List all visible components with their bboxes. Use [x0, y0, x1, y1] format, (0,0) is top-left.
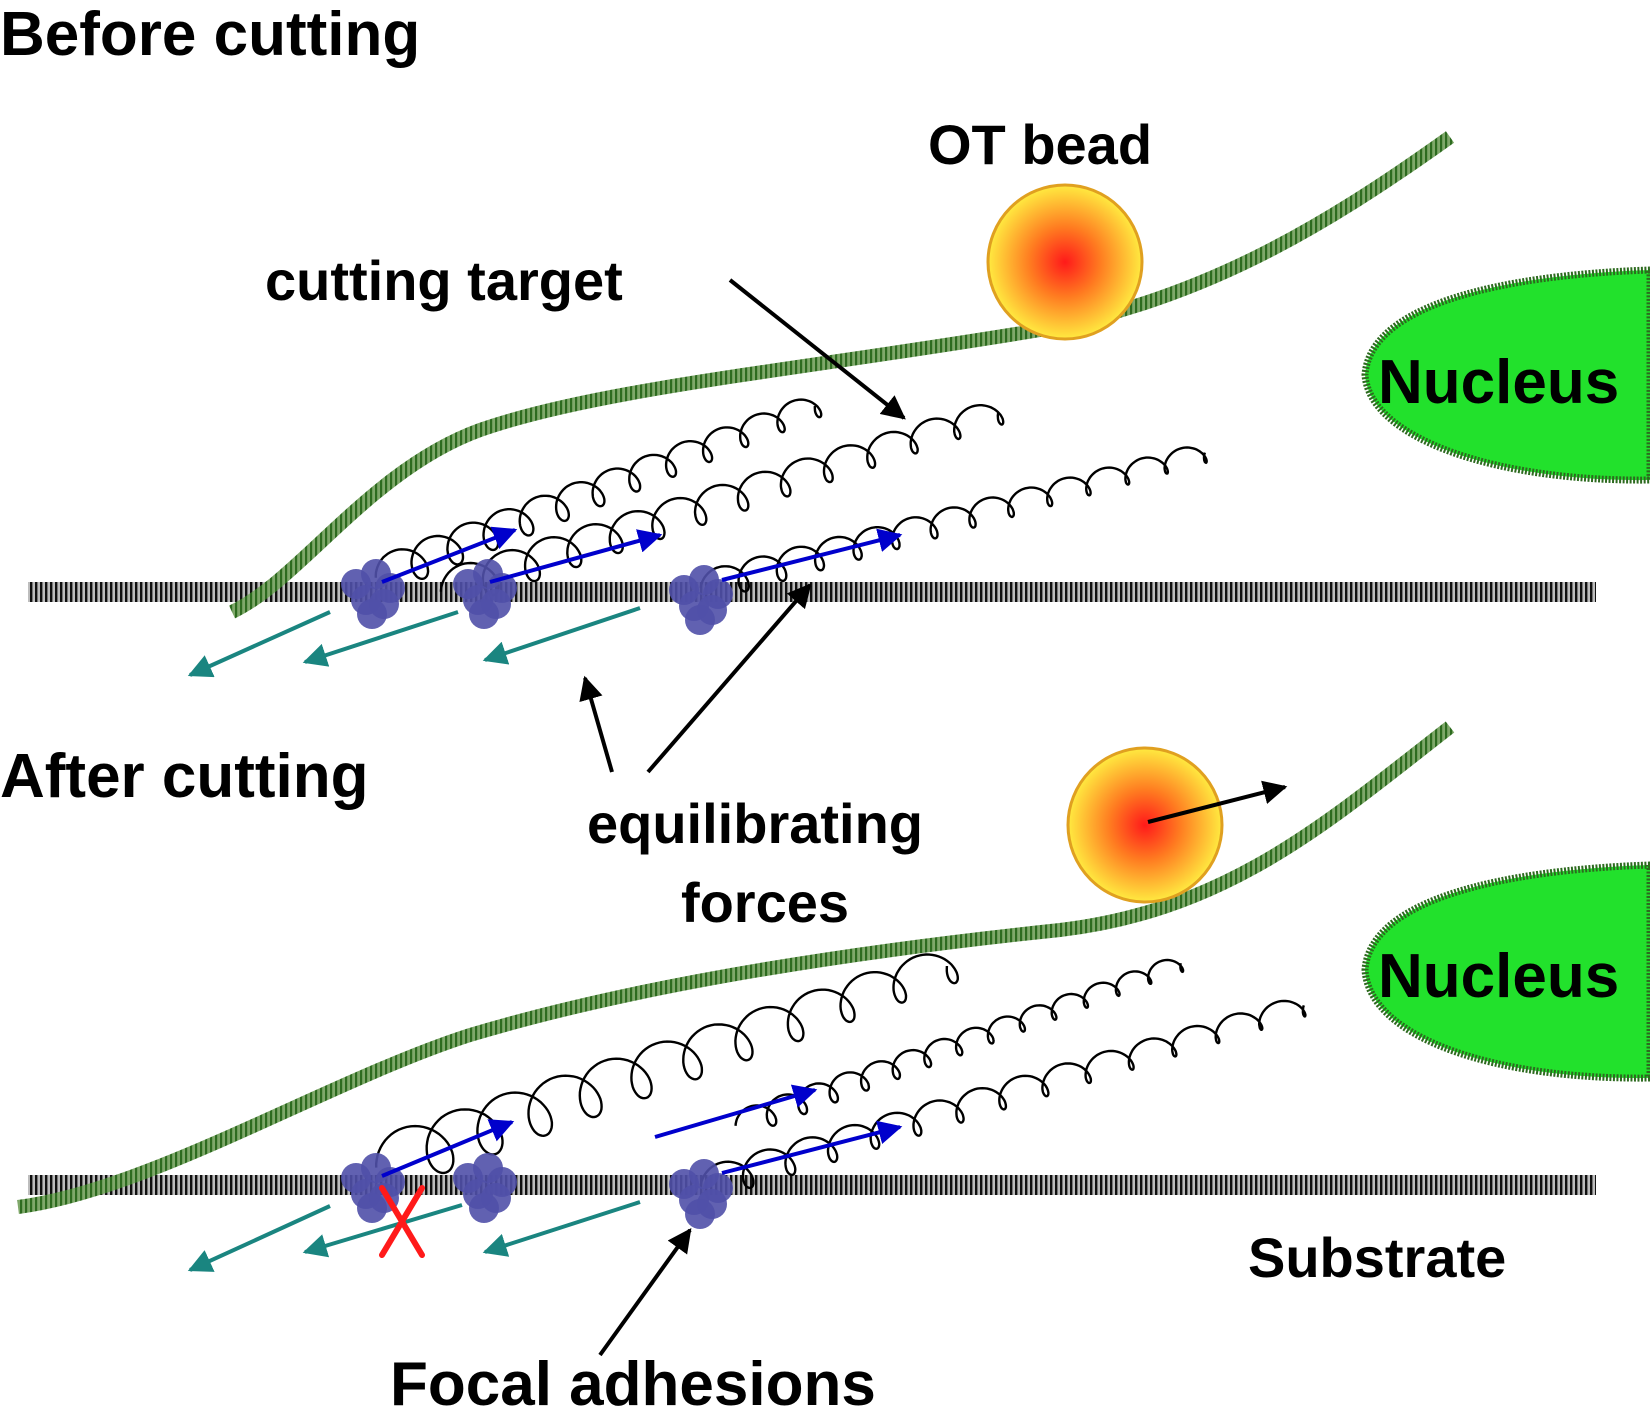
traction-arrow	[302, 610, 459, 667]
focal-adhesion-cluster-icon	[669, 1159, 733, 1229]
equilibrating-forces-callout: equilibrating forces	[579, 583, 923, 934]
traction-arrow	[482, 606, 641, 665]
traction-arrow	[482, 1200, 641, 1257]
adhesion-protein	[469, 599, 499, 629]
substrate-label: Substrate	[1248, 1226, 1506, 1289]
stress-fiber-spring	[699, 446, 1208, 593]
nucleus	[1361, 266, 1650, 484]
ot-bead	[986, 183, 1144, 341]
force-arrow	[654, 1084, 818, 1139]
focal-adhesion-cluster-icon	[453, 559, 517, 629]
stress-fiber-spring	[374, 398, 823, 580]
force-arrow	[721, 1120, 903, 1175]
traction-arrows	[187, 606, 641, 678]
equilibrating-arrow-left	[579, 675, 614, 773]
focal-adhesion-cluster-icon	[341, 559, 405, 629]
traction-arrows	[187, 1200, 641, 1272]
panel-title-after: After cutting	[0, 742, 369, 811]
panel-title-before: Before cutting	[0, 0, 420, 69]
actomyosin-force-arrows	[381, 526, 903, 584]
cross-x-icon	[379, 1185, 425, 1258]
adhesion-protein	[469, 1193, 499, 1223]
traction-arrow	[187, 610, 331, 678]
traction-arrow	[187, 1204, 331, 1272]
stress-fiber-spring	[375, 953, 960, 1175]
equilibrating-label-line1: equilibrating	[587, 792, 923, 855]
panel-after: After cutting Nucleus	[0, 721, 1650, 1410]
substrate-bar	[28, 1175, 1596, 1195]
equilibrating-label-line2: forces	[681, 871, 849, 934]
stress-fiber-spring	[734, 958, 1185, 1127]
nucleus	[1361, 861, 1650, 1082]
force-arrow	[381, 526, 518, 584]
traction-arrow	[302, 1203, 463, 1258]
force-arrow	[489, 529, 663, 584]
substrate-bar	[28, 582, 1596, 602]
panel-before: Before cutting Nucleus OT bead	[0, 0, 1650, 678]
force-arrow	[721, 528, 903, 582]
force-arrow	[381, 1119, 515, 1178]
focal-adhesions-arrow	[598, 1228, 692, 1357]
equilibrating-arrow-right	[646, 583, 812, 774]
adhesion-protein	[357, 599, 387, 629]
focal-adhesion-cluster-icon	[453, 1153, 517, 1223]
nucleus-label: Nucleus	[1378, 942, 1619, 1011]
cutting-target-label: cutting target	[265, 249, 623, 312]
cell-membrane	[17, 721, 1455, 1214]
adhesion-protein	[685, 1199, 715, 1229]
stress-fibers	[375, 953, 1307, 1190]
stress-fibers	[374, 398, 1208, 597]
ot-bead-label: OT bead	[928, 113, 1152, 176]
focal-adhesion-cluster-icon	[669, 565, 733, 635]
adhesion-protein	[685, 605, 715, 635]
cell-membrane	[228, 131, 1455, 619]
focal-adhesions-label: Focal adhesions	[390, 1350, 876, 1410]
actomyosin-force-arrows	[381, 1084, 903, 1178]
nucleus-label: Nucleus	[1378, 348, 1619, 417]
stress-fiber-spring	[439, 404, 1005, 597]
adhesion-protein	[357, 1193, 387, 1223]
stress-fiber-spring	[699, 999, 1307, 1190]
bead-displacement-arrow	[1147, 780, 1288, 824]
cutting-target-arrow	[728, 278, 906, 420]
ot-bead	[1066, 746, 1224, 904]
